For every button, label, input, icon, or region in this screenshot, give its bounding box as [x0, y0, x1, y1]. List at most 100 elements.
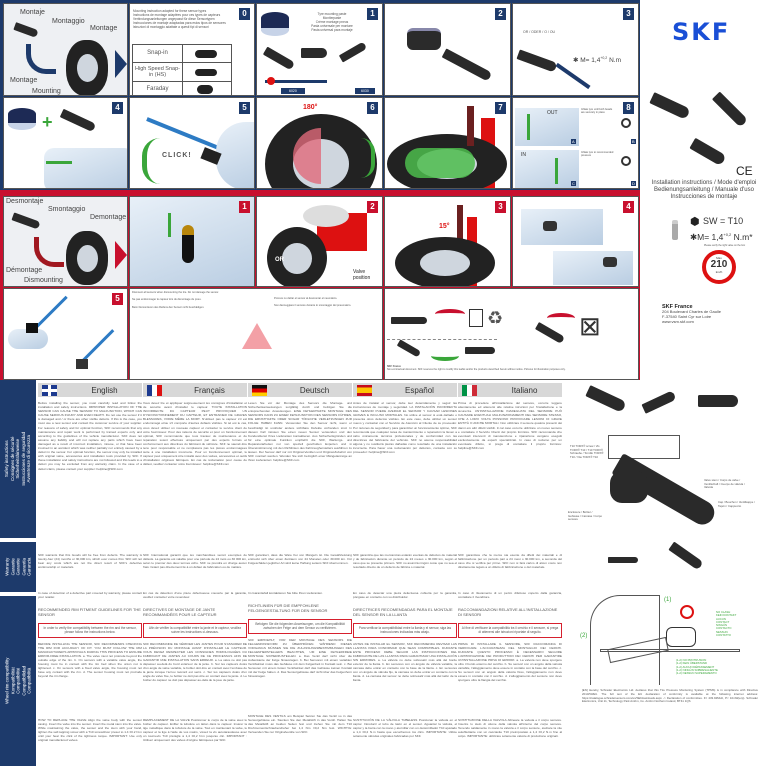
sensor-image — [76, 359, 88, 369]
dismount-word-fr: Démontage — [6, 267, 43, 274]
website-link[interactable]: www.vsm.skf.com — [662, 318, 694, 324]
language-column: Deutsch Lesen Sie vor der Montage des Se… — [248, 383, 352, 734]
dismount-word-de: Demontage — [90, 214, 127, 221]
language-column: Italiano Prima di procedere all'installa… — [458, 383, 562, 738]
safety-text: Prima di procedere all'installazione del… — [458, 401, 562, 451]
no-clash-label: KEIN KONTAKT — [716, 613, 737, 618]
tool-code-6030: 6030 — [355, 88, 375, 94]
sidebar-compat: Wheel rim compatibility Kompatibilität C… — [0, 596, 36, 766]
rotate-arrow-icon — [142, 138, 160, 184]
inflate-note-b: Inflate tyre until both beads are secure… — [581, 108, 613, 114]
section-divider — [0, 190, 640, 194]
sensor-housing-image — [407, 28, 441, 50]
torque-unit: N.m — [609, 57, 621, 65]
text-line: Pasta universal para montaje — [311, 28, 353, 32]
torx-icon: ⬢ — [690, 216, 700, 228]
mounting-step-0: 0 Mounting instruction adapted for these… — [129, 3, 255, 96]
text-line: Pasta universale per montare — [311, 24, 353, 28]
sidebar-warranty: Warranty Garantie Garantie Garantía Gara… — [0, 542, 36, 592]
gauge-icon — [621, 118, 631, 128]
cover-torque: ✱M= 1,4+0,2 N.m* — [690, 232, 753, 243]
or-label: OR — [275, 257, 284, 263]
label-2: (2) — [580, 633, 588, 639]
wheel-image — [267, 227, 327, 286]
warranty-text: SKF garantisce che la merce sia esente d… — [458, 553, 562, 570]
sensor-image — [668, 541, 704, 571]
footer-note-text: Non-contractual document. SKF reserves t… — [387, 368, 566, 371]
green-arrow-icon — [431, 351, 459, 361]
text-line: Instructions de montage adaptées pour ce… — [133, 13, 221, 17]
sensor-image — [516, 49, 558, 73]
tire-icon — [66, 40, 108, 95]
rotate-arrow-icon — [361, 138, 375, 178]
no-clash-label: NINGÚN CONTACTO — [716, 623, 732, 631]
language-column: English Before installing the sensor, yo… — [38, 383, 142, 742]
no-clash-label: NO CLASH — [716, 610, 731, 614]
sensor-icon — [13, 22, 39, 38]
sensor-type-hs: High Speed Snap-in (HS) — [133, 63, 183, 81]
mounting-step-3: 3 OR / ODER / O / OU ✱ M= 1,4+0,2 N.m — [512, 3, 639, 96]
valve-image — [182, 225, 194, 263]
sensor-image — [608, 557, 638, 563]
rim-guidelines-text: SKF RECOMMANDE DE VÉRIFIER LES JANTES PO… — [143, 641, 247, 683]
warning-en: Dismount all sensors when dismounting th… — [132, 291, 219, 294]
letter-c: C — [571, 181, 576, 186]
language-name: Deutsch — [299, 385, 330, 395]
sensor-icon — [11, 212, 41, 230]
no-tool-icon — [680, 605, 694, 619]
tool-arm — [457, 205, 463, 241]
sensor-image — [197, 85, 213, 94]
mount-word-fr: Montage — [10, 77, 38, 84]
torque-text: ✱ M= 1,4+0,2 N.m — [573, 56, 621, 64]
speed-value: 210 — [710, 259, 728, 270]
valve-replacement-text: HOW TO REPLACE THE VALVE Align the valve… — [38, 717, 142, 743]
safety-text: Antes de instalar el sensor, debe leer d… — [353, 401, 457, 455]
label-torx-screw: T10 TORX® screw / Vis TORX® T10 / T10 TO… — [570, 444, 604, 459]
step-number: 2 — [367, 201, 378, 213]
inflate-note-d: Inflate tyre to recommended pressure — [581, 151, 614, 157]
sensor-image — [59, 108, 97, 133]
safety-text: Lesen Sie vor der Montage des Sensors di… — [248, 401, 352, 463]
arrow-icon — [26, 44, 56, 74]
mounting-step-2: 2 — [384, 3, 511, 96]
cover-panel: SKF CE Installation instructions / Mode … — [640, 0, 768, 380]
skf-logo: SKF — [672, 18, 731, 46]
text-line: Instrucciones de montaje adaptadas para … — [133, 21, 226, 25]
arrow-down-icon — [555, 158, 558, 184]
rim-guidelines-text: SKF EMPFIEHLT, VOR DER MONTAGE DES SENSO… — [248, 637, 352, 679]
rim-compat-box: Al fine di verificare la compatibilità t… — [458, 623, 562, 638]
socket-size: SW = T10 — [703, 216, 744, 226]
torque-tolerance: +0,2 — [723, 232, 732, 238]
or-label: OR / ODER / O / OU — [523, 30, 556, 34]
sensor-image — [603, 257, 617, 267]
mount-word-en: Mounting — [32, 88, 61, 95]
in-label: IN — [521, 152, 526, 158]
flag-icon — [42, 384, 57, 396]
warranty-contact: En cas de détection d'une pièce défectue… — [143, 591, 247, 600]
step-number: 8 — [623, 102, 634, 114]
sensor-image — [689, 137, 727, 167]
label-cap: Cap / Bouchon / Ventilkappe / Tapón / Ca… — [718, 500, 755, 508]
warranty-contact: Im Garantiefall kontaktieren Sie bitte I… — [248, 591, 323, 595]
address-line-2: F-37540 Saint Cyr sur Loire — [662, 313, 712, 319]
next-arrow-icon — [115, 50, 127, 78]
rim-compat-box: Befolgen Sie die folgenden Anweisungen, … — [248, 619, 352, 634]
ce-mark: CE — [736, 164, 753, 178]
paste-jar-image — [261, 12, 289, 36]
rim-image — [44, 148, 127, 188]
declaration-of-conformity: [EN] Hereby, Schrader Electronics Ltd. d… — [582, 688, 758, 704]
no-protrusion-label: (1-2) AUCUN DÉPASSEMENT — [676, 664, 715, 669]
recycling-panel: ♻ ⊠ SKF France Non-contractual document.… — [384, 288, 639, 380]
language-name: Français — [194, 385, 225, 395]
sensor-image — [641, 390, 677, 414]
sensor-image — [195, 69, 217, 76]
parts-area: T10 TORX® screw / Vis TORX® T10 / T10 TO… — [568, 383, 768, 766]
torque-unit: N.m* — [733, 232, 753, 242]
click-label: CLICK! — [162, 152, 192, 159]
step-number: 4 — [112, 102, 123, 114]
warning-triangle-icon — [242, 323, 272, 349]
rim-guidelines-title: RICHTLINIEN FÜR DIE EMPFOHLENE FELGENGES… — [248, 603, 328, 614]
sidebar-warranty-label: Warranty Garantie Garantie Garantía Gara… — [4, 557, 32, 577]
sensor-housing-image — [610, 471, 648, 503]
torque-value: M= 1,4 — [697, 232, 724, 242]
